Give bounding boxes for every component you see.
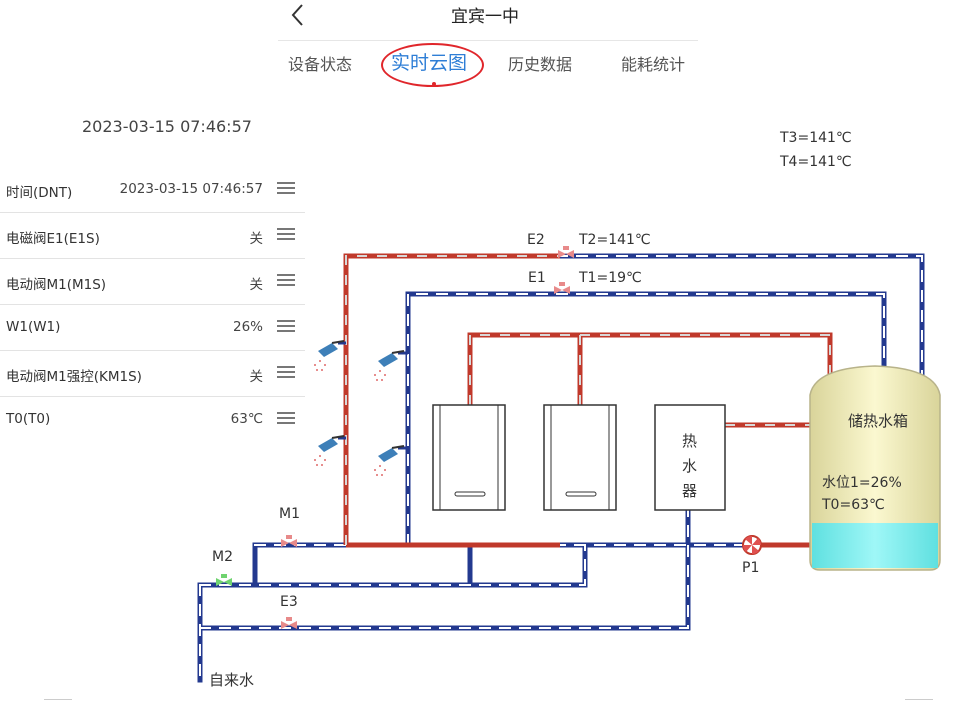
tab-history-data[interactable]: 历史数据 (508, 55, 573, 74)
valve-m2-label: M2 (212, 549, 233, 565)
row-label: 电磁阀E1(E1S) (6, 231, 100, 247)
active-tab-indicator (432, 82, 436, 86)
menu-icon[interactable] (277, 274, 295, 287)
tab-bar: 设备状态 实时云图 历史数据 能耗统计 (278, 40, 698, 91)
menu-icon[interactable] (277, 412, 295, 425)
row-label: 时间(DNT) (6, 185, 73, 201)
tank-level-readout: 水位1=26% (822, 475, 902, 491)
shower-connectors (338, 341, 408, 450)
menu-icon[interactable] (277, 182, 295, 195)
menu-icon[interactable] (277, 366, 295, 379)
shower-head-icon (314, 435, 345, 466)
data-list: 时间(DNT) 2023-03-15 07:46:57 电磁阀E1(E1S) 关… (0, 167, 305, 442)
heater-label-char: 器 (682, 482, 698, 500)
boiler-unit (543, 404, 617, 511)
corner-mark (905, 699, 933, 706)
row-value: 2023-03-15 07:46:57 (119, 181, 263, 197)
list-item[interactable]: 电动阀M1强控(KM1S) 关 (0, 351, 305, 397)
tank-temp-readout: T0=63℃ (822, 497, 885, 513)
row-value: 26% (232, 319, 263, 335)
row-label: 电动阀M1强控(KM1S) (6, 369, 142, 385)
t4-readout: T4=141℃ (780, 154, 852, 170)
shower-head-icon (314, 340, 345, 371)
shower-head-icon (374, 350, 405, 381)
row-value: 关 (249, 277, 264, 293)
valve-e2-label: E2 (527, 232, 545, 248)
row-label: T0(T0) (6, 411, 51, 427)
valve-icon (281, 535, 297, 547)
water-source-label: 自来水 (209, 671, 255, 689)
row-value: 关 (249, 231, 264, 247)
row-label: 电动阀M1(M1S) (6, 277, 107, 293)
menu-icon[interactable] (277, 228, 295, 241)
pipes-red (343, 253, 833, 548)
list-item[interactable]: 电磁阀E1(E1S) 关 (0, 213, 305, 259)
list-item[interactable]: 电动阀M1(M1S) 关 (0, 259, 305, 305)
tab-energy-stats[interactable]: 能耗统计 (621, 55, 686, 74)
back-chevron-icon (291, 4, 303, 26)
valve-icon (281, 617, 297, 629)
corner-mark (44, 699, 72, 706)
row-value: 关 (249, 369, 264, 385)
pump-p1-label: P1 (742, 560, 760, 576)
t1-readout: T1=19℃ (579, 270, 642, 286)
back-button[interactable] (282, 2, 312, 28)
t3-readout: T3=141℃ (780, 130, 852, 146)
tank-title: 储热水箱 (848, 412, 909, 430)
row-value: 63℃ (230, 411, 263, 427)
pump-icon (742, 535, 762, 555)
heater-label-char: 热 (682, 432, 698, 450)
valve-icon (216, 574, 232, 586)
valve-icon (558, 246, 574, 258)
shower-head-icon (374, 445, 405, 476)
page-title: 宜宾一中 (451, 7, 519, 27)
valve-e1-label: E1 (528, 270, 546, 286)
tab-realtime-diagram[interactable]: 实时云图 (391, 52, 468, 74)
menu-icon[interactable] (277, 320, 295, 333)
boiler-unit (432, 404, 506, 511)
current-timestamp: 2023-03-15 07:46:57 (82, 117, 252, 136)
row-label: W1(W1) (6, 319, 61, 335)
storage-tank (809, 365, 941, 571)
tab-device-status[interactable]: 设备状态 (288, 55, 353, 74)
list-item[interactable]: T0(T0) 63℃ (0, 397, 305, 442)
valve-icon (554, 282, 570, 294)
valve-e3-label: E3 (280, 594, 298, 610)
list-item[interactable]: W1(W1) 26% (0, 305, 305, 351)
t2-readout: T2=141℃ (579, 232, 651, 248)
pipes-blue (197, 253, 925, 683)
list-item[interactable]: 时间(DNT) 2023-03-15 07:46:57 (0, 167, 305, 213)
heater-label-char: 水 (682, 457, 698, 475)
valve-m1-label: M1 (279, 506, 300, 522)
